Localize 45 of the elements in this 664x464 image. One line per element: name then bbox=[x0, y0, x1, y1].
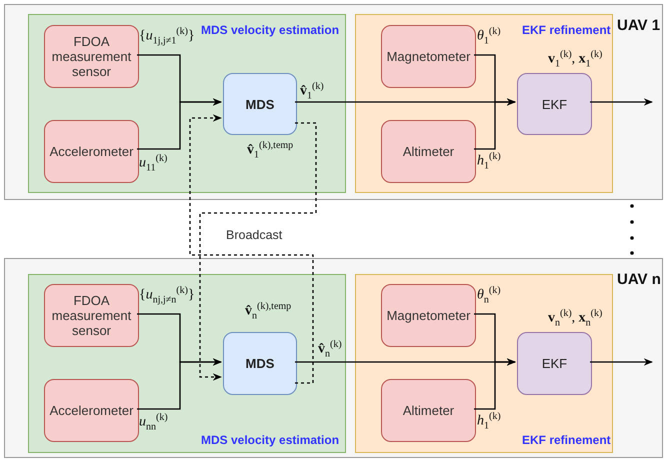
sensor-box bbox=[381, 379, 476, 442]
annotation-text: Broadcast bbox=[226, 228, 282, 242]
box-label: Altimeter bbox=[402, 144, 454, 159]
box-label: Accelerometer bbox=[50, 144, 134, 159]
arrow bbox=[137, 98, 222, 150]
box-label: Magnetometer bbox=[386, 308, 470, 323]
arrow bbox=[137, 358, 222, 410]
group-panel bbox=[28, 274, 346, 453]
sensor-box bbox=[44, 379, 139, 442]
group-title: MDS velocity estimation bbox=[201, 23, 340, 37]
process-box bbox=[517, 332, 592, 395]
group-title: EKF refinement bbox=[522, 433, 611, 447]
box-label: MDS bbox=[246, 96, 274, 112]
box-label: Altimeter bbox=[402, 403, 454, 418]
box-label: Accelerometer bbox=[50, 403, 134, 418]
group-panel bbox=[355, 274, 613, 453]
sensor-box bbox=[44, 284, 139, 347]
box-label: MDS bbox=[246, 356, 274, 371]
uav-panel bbox=[4, 258, 663, 458]
box-label: Magnetometer bbox=[386, 49, 470, 64]
box-label: EKF bbox=[542, 356, 568, 371]
box-label: EKF bbox=[542, 96, 568, 112]
process-box bbox=[517, 73, 592, 135]
sensor-box bbox=[44, 120, 139, 183]
sensor-box bbox=[381, 25, 476, 88]
arrow bbox=[590, 358, 653, 366]
panel-title: UAV n bbox=[617, 271, 661, 288]
edge-label: {u$_{nj,j≠n}$$^{(k)}$} bbox=[139, 286, 195, 306]
group-panel bbox=[355, 14, 613, 193]
arrow bbox=[474, 98, 516, 150]
box-label: FDOA measurement sensor bbox=[51, 34, 132, 79]
sensor-box bbox=[381, 284, 476, 347]
group-title: MDS velocity estimation bbox=[201, 433, 340, 447]
sensor-box bbox=[44, 25, 139, 88]
group-panel bbox=[28, 14, 346, 193]
box-label: FDOA measurement sensor bbox=[51, 293, 132, 338]
edge-label: {u$_{1j,j≠1}$$^{(k)}$} bbox=[139, 27, 195, 46]
arrow bbox=[590, 98, 653, 106]
process-box bbox=[223, 73, 297, 135]
uav-panel bbox=[4, 4, 663, 200]
arrow bbox=[474, 358, 516, 410]
group-title: EKF refinement bbox=[522, 23, 611, 37]
process-box bbox=[223, 332, 297, 395]
sensor-box bbox=[381, 120, 476, 183]
panel-title: UAV 1 bbox=[617, 17, 660, 34]
